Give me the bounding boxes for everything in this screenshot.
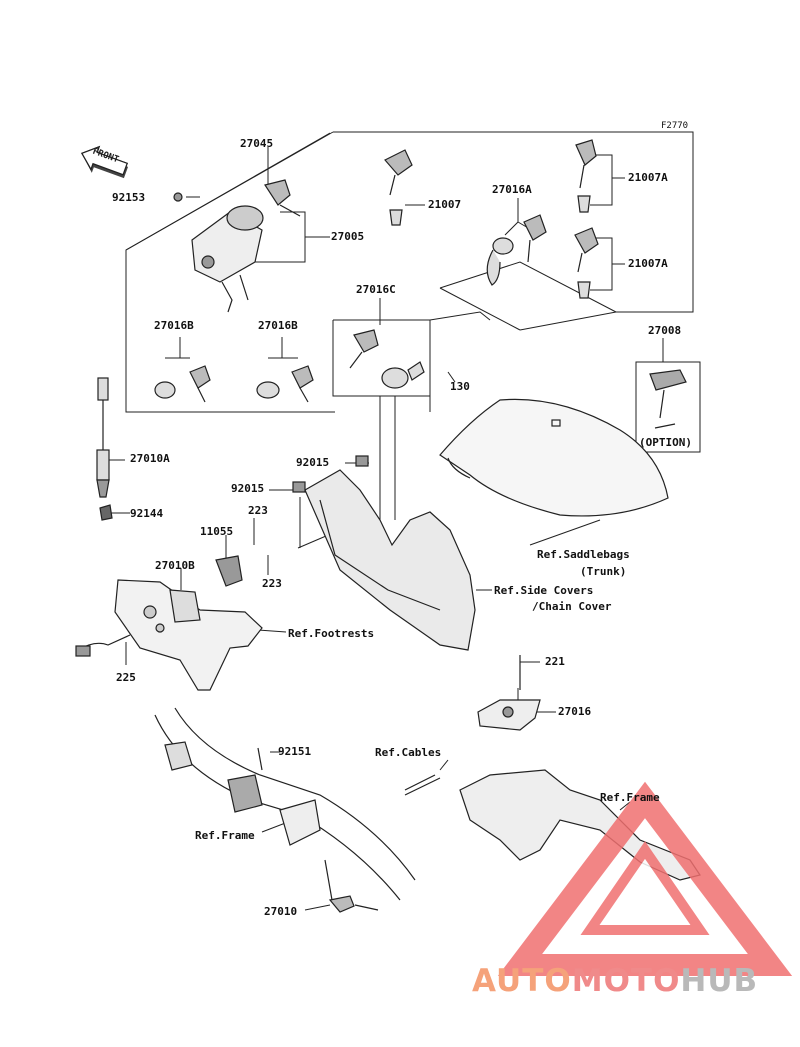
part-27016b-1: 27016B [154,319,194,332]
part-27010: 27010 [264,905,298,918]
part-21007: 21007 [428,198,462,211]
part-27016: 27016 [558,705,592,718]
watermark-part1: AUTO [472,963,572,999]
ref-trunk: (Trunk) [580,565,627,578]
part-11055: 11055 [200,525,234,538]
part-27016a: 27016A [492,183,532,196]
ref-side-covers: Ref.Side Covers [494,584,594,597]
part-27016c: 27016C [356,283,396,296]
part-92015-1: 92015 [296,456,330,469]
part-27016b-2: 27016B [258,319,298,332]
ref-cables: Ref.Cables [375,746,442,759]
trunk-mount-icon [404,655,701,881]
front-arrow-icon [81,145,129,179]
option-key-icon [649,369,687,429]
ref-saddlebags: Ref.Saddlebags [537,548,630,561]
group-outline [333,131,694,331]
part-27010a: 27010A [130,452,170,465]
part-221: 221 [545,655,565,668]
ignition-switch-icon [173,192,264,313]
side-cover-icon [292,455,476,651]
watermark-part3: HUB [680,963,759,999]
figure-code: F2770 [661,121,689,131]
part-92151: 92151 [278,745,312,758]
part-21007a-1: 21007A [628,171,668,184]
part-27010b: 27010B [155,559,195,572]
bracket-icon [75,555,263,691]
lock-cylinder-icon [154,195,591,399]
ref-frame-right: Ref.Frame [600,791,660,804]
part-92153: 92153 [112,191,146,204]
part-92015-2: 92015 [231,482,265,495]
frame-icon [154,707,416,901]
part-225: 225 [116,671,136,684]
option-box [635,361,701,453]
watermark: AUTOMOTOHUB [472,963,758,999]
part-223-1: 223 [248,504,268,517]
switch-body-icon [96,377,113,521]
option-label: (OPTION) [639,436,692,449]
watermark-triangle-icon [497,781,793,976]
ref-frame-left: Ref.Frame [195,829,255,842]
part-130: 130 [450,380,470,393]
part-92144: 92144 [130,507,164,520]
ref-footrests: Ref.Footrests [288,627,375,640]
part-27008: 27008 [648,324,682,337]
part-21007a-2: 21007A [628,257,668,270]
watermark-part2: MOTO [571,963,681,999]
part-27005: 27005 [331,230,365,243]
part-27045: 27045 [240,137,274,150]
seat-icon [439,398,669,517]
key-icon [189,139,599,913]
ref-chain-cover: /Chain Cover [532,600,612,613]
box-27016c [332,319,431,397]
part-223-2: 223 [262,577,282,590]
